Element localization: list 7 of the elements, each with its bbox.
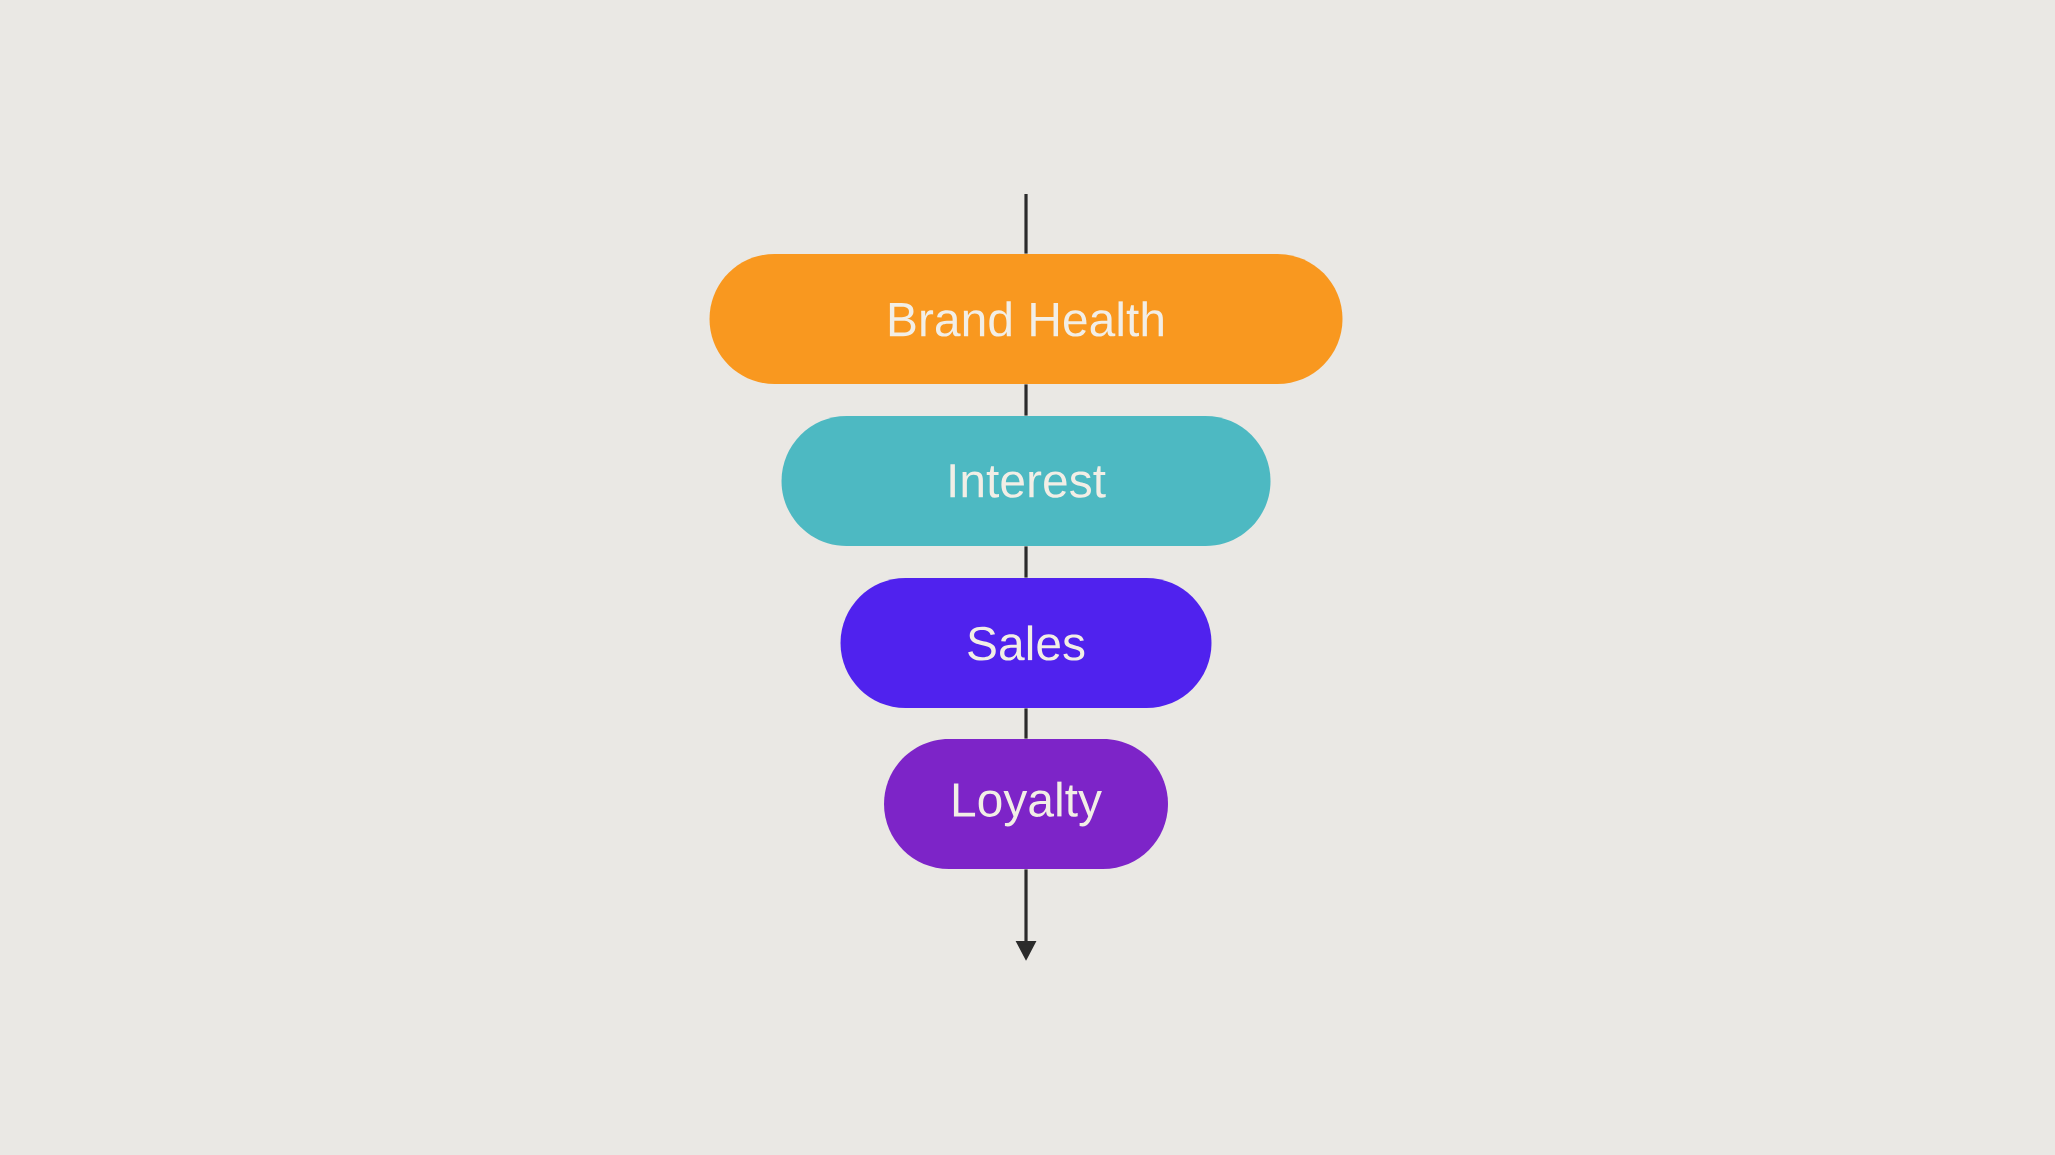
connector-line bbox=[1024, 546, 1028, 578]
connector-line bbox=[1024, 708, 1028, 739]
stage-pill: Brand Health bbox=[709, 254, 1343, 384]
stage-pill: Interest bbox=[781, 416, 1271, 546]
connector-line bbox=[1024, 384, 1028, 416]
stage-pill: Sales bbox=[840, 578, 1212, 708]
connector-line bbox=[1024, 194, 1028, 254]
